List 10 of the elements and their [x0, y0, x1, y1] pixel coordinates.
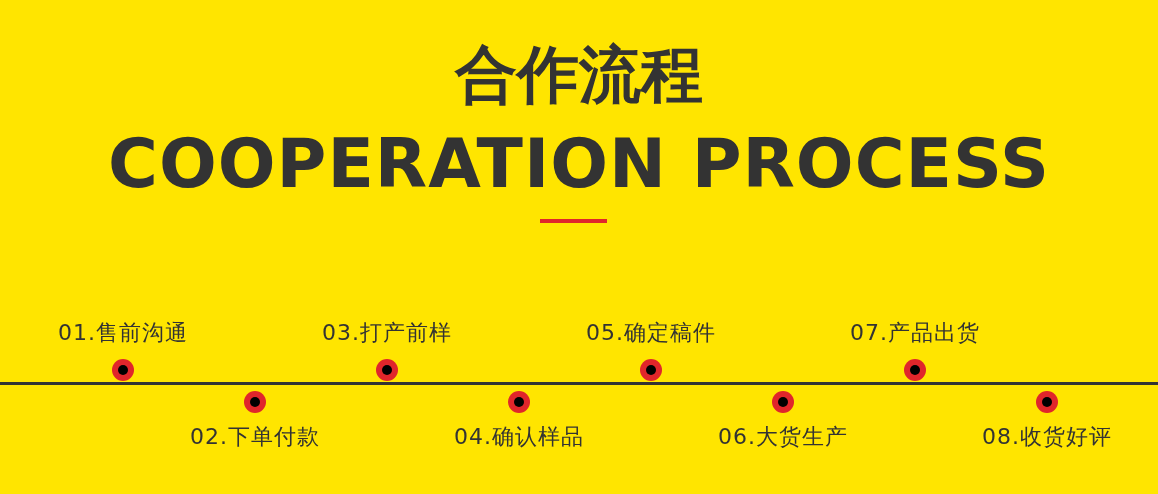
subtitle: COOPERATION PROCESS: [107, 124, 1051, 204]
step-label: 02.下单付款: [189, 423, 321, 451]
step-label: 08.收货好评: [981, 423, 1113, 451]
step-label: 06.大货生产: [717, 423, 849, 451]
title: 合作流程: [453, 37, 704, 113]
step-label: 05.确定稿件: [585, 319, 717, 347]
step-label: 03.打产前样: [321, 319, 453, 347]
step-label: 07.产品出货: [849, 319, 981, 347]
step-label: 04.确认样品: [453, 423, 585, 451]
step-label: 01.售前沟通: [57, 319, 189, 347]
